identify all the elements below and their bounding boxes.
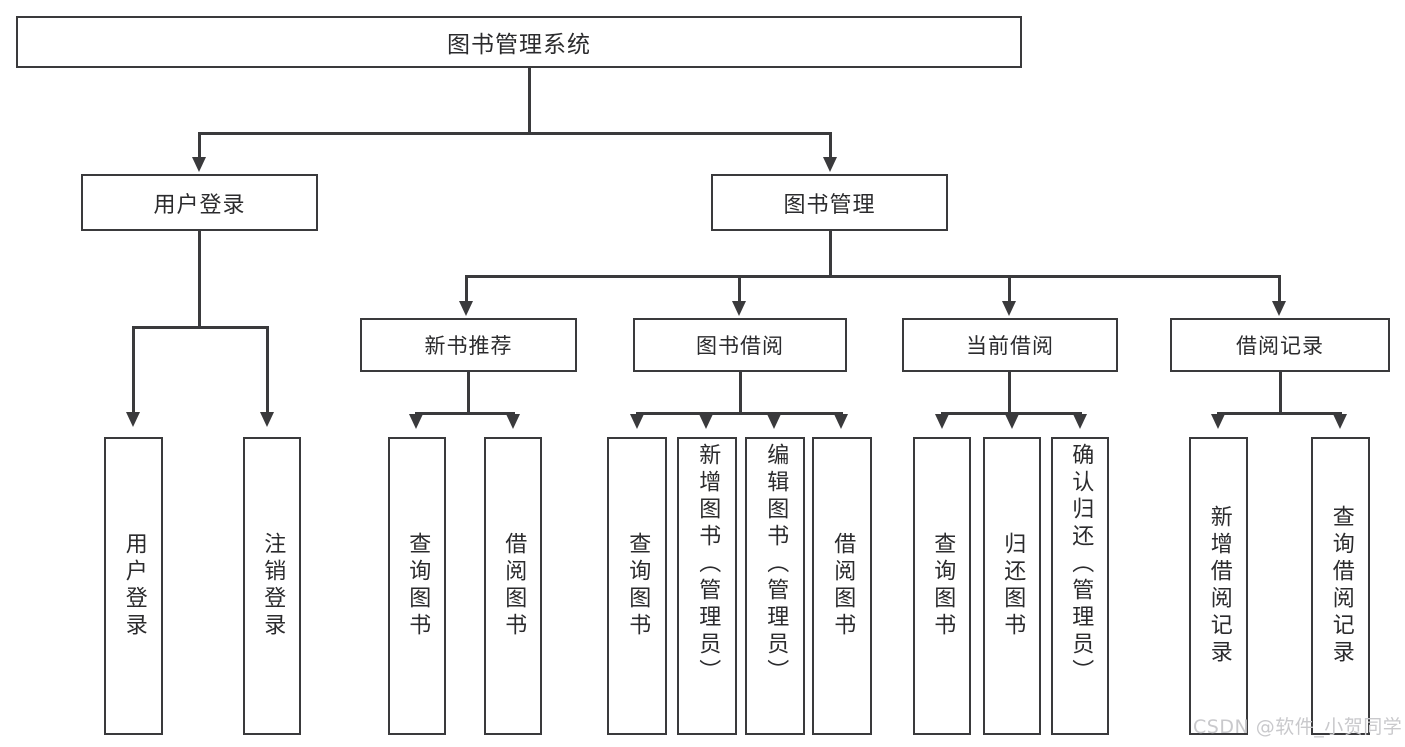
connector-root-stem [528, 68, 531, 134]
leaf-query-book-recommend[interactable]: 查询图书 [388, 437, 446, 735]
arrow-head-icon [1005, 414, 1019, 429]
node-book-manage[interactable]: 图书管理 [711, 174, 948, 231]
connector-root-to-user-login [198, 132, 201, 159]
arrow-head-icon [1073, 414, 1087, 429]
arrow-head-icon [1272, 301, 1286, 316]
arrow-head-icon [192, 157, 206, 172]
leaf-return-book[interactable]: 归还图书 [983, 437, 1041, 735]
node-borrow-record[interactable]: 借阅记录 [1170, 318, 1390, 372]
node-label: 新书推荐 [424, 334, 513, 358]
arrow-head-icon [823, 157, 837, 172]
leaf-label: 用户登录 [121, 532, 147, 640]
node-root-system[interactable]: 图书管理系统 [16, 16, 1022, 68]
arrow-head-icon [1333, 414, 1347, 429]
connector-borrow-record-stem [1279, 372, 1282, 414]
leaf-label: 编辑图书（管理员） [763, 443, 789, 686]
leaf-label: 归还图书 [1000, 532, 1026, 640]
arrow-head-icon [732, 301, 746, 316]
connector-user-login-stem [198, 231, 201, 328]
node-label: 借阅记录 [1236, 334, 1324, 358]
node-label: 用户登录 [153, 192, 246, 218]
connector-user-login-left [132, 326, 135, 416]
leaf-label: 借阅图书 [501, 532, 527, 640]
arrow-head-icon [767, 414, 781, 429]
arrow-head-icon [506, 414, 520, 429]
connector-new-book-bus [415, 412, 514, 415]
leaf-label: 查询借阅记录 [1328, 505, 1354, 667]
connector-book-borrow-bus [636, 412, 842, 415]
leaf-label: 借阅图书 [830, 532, 856, 640]
leaf-add-borrow-record[interactable]: 新增借阅记录 [1189, 437, 1248, 735]
node-new-book-recommend[interactable]: 新书推荐 [360, 318, 577, 372]
leaf-label: 查询图书 [405, 532, 431, 640]
node-label: 图书管理系统 [447, 32, 591, 58]
leaf-label: 新增图书（管理员） [695, 443, 721, 686]
leaf-label: 确认归还（管理员） [1068, 443, 1094, 686]
leaf-user-login[interactable]: 用户登录 [104, 437, 163, 735]
node-label: 当前借阅 [966, 334, 1054, 358]
leaf-borrow-book-borrow[interactable]: 借阅图书 [812, 437, 872, 735]
connector-to-current-borrow [1008, 275, 1011, 305]
node-label: 图书管理 [783, 192, 876, 218]
leaf-label: 查询图书 [930, 532, 956, 640]
connector-new-book-stem [467, 372, 470, 414]
connector-root-to-book-manage [829, 132, 832, 159]
node-user-login[interactable]: 用户登录 [81, 174, 318, 231]
arrow-head-icon [630, 414, 644, 429]
arrow-head-icon [935, 414, 949, 429]
leaf-label: 新增借阅记录 [1206, 505, 1232, 667]
arrow-head-icon [459, 301, 473, 316]
arrow-head-icon [1211, 414, 1225, 429]
node-current-borrow[interactable]: 当前借阅 [902, 318, 1118, 372]
connector-to-book-borrow [738, 275, 741, 305]
connector-user-login-right [266, 326, 269, 416]
connector-borrow-record-bus [1217, 412, 1341, 415]
node-book-borrow[interactable]: 图书借阅 [633, 318, 847, 372]
arrow-head-icon [834, 414, 848, 429]
connector-book-borrow-stem [739, 372, 742, 414]
leaf-query-borrow-record[interactable]: 查询借阅记录 [1311, 437, 1370, 735]
leaf-query-book-current[interactable]: 查询图书 [913, 437, 971, 735]
arrow-head-icon [1002, 301, 1016, 316]
leaf-label: 注销登录 [260, 532, 286, 640]
leaf-add-book[interactable]: 新增图书（管理员） [677, 437, 737, 735]
arrow-head-icon [126, 412, 140, 427]
connector-user-login-bus [132, 326, 266, 329]
connector-to-new-book [465, 275, 468, 305]
leaf-borrow-book-recommend[interactable]: 借阅图书 [484, 437, 542, 735]
node-label: 图书借阅 [696, 334, 784, 358]
arrow-head-icon [260, 412, 274, 427]
connector-to-borrow-record [1278, 275, 1281, 305]
leaf-logout[interactable]: 注销登录 [243, 437, 301, 735]
connector-book-manage-stem [829, 231, 832, 277]
leaf-label: 查询图书 [625, 532, 651, 640]
connector-root-bus [198, 132, 831, 135]
leaf-edit-book[interactable]: 编辑图书（管理员） [745, 437, 805, 735]
leaf-confirm-return[interactable]: 确认归还（管理员） [1051, 437, 1109, 735]
leaf-query-book-borrow[interactable]: 查询图书 [607, 437, 667, 735]
connector-book-manage-bus [465, 275, 1280, 278]
arrow-head-icon [699, 414, 713, 429]
arrow-head-icon [409, 414, 423, 429]
connector-current-borrow-stem [1008, 372, 1011, 414]
